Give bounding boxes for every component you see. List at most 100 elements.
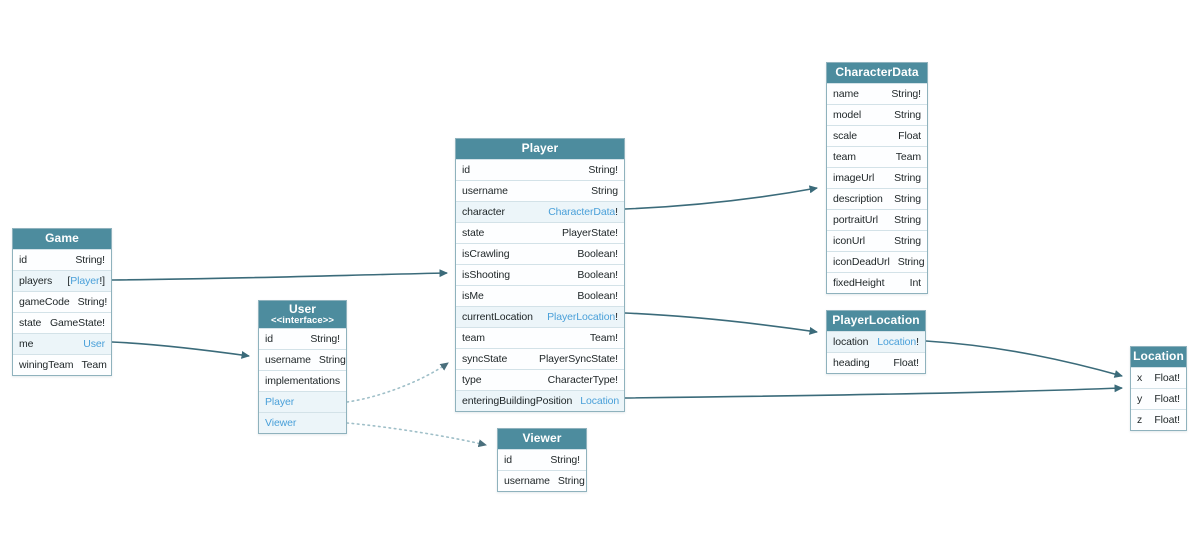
field-type: String! [78,296,108,308]
field-name: currentLocation [462,311,533,323]
section-label: implementations [265,375,340,387]
type-text: String [894,214,921,226]
playerlocation-field-location[interactable]: location Location! [827,331,925,352]
user-table-title: User [288,301,317,316]
edge-playerlocation-location-to-location [925,340,1123,378]
playerlocation-table-header[interactable]: PlayerLocation [827,311,925,331]
field-name: character [462,206,505,218]
player-field-state[interactable]: state PlayerState! [456,222,624,243]
field-name: me [19,338,34,350]
field-type: Location [580,395,619,407]
player-field-currentLocation[interactable]: currentLocation PlayerLocation! [456,306,624,327]
location-table-header[interactable]: Location [1131,347,1186,367]
location-table-title: Location [1133,349,1184,364]
field-type: String [591,185,618,197]
type-link[interactable]: CharacterData [548,206,616,218]
player-table-header[interactable]: Player [456,139,624,159]
type-text: Float [898,130,921,142]
user-table-header[interactable]: User<<interface>> [259,301,346,328]
field-name: username [265,354,311,366]
type-link[interactable]: Player [70,275,100,287]
field-name: state [462,227,485,239]
type-link[interactable]: Location [580,395,620,407]
viewer-table-header[interactable]: Viewer [498,429,586,449]
field-type: Float! [893,357,919,369]
user-field-Player[interactable]: Player [259,391,346,412]
edge-user-player-implementation [346,362,449,403]
field-type: String [558,475,585,487]
type-text: GameState! [49,317,105,329]
type-link[interactable]: User [83,338,105,350]
edge-game-players-to-player [111,269,448,281]
type-text: String [591,185,618,197]
characterdata-field-scale[interactable]: scale Float [827,125,927,146]
type-link[interactable]: Location [877,336,917,348]
type-text: String [894,109,921,121]
user-field-Viewer[interactable]: Viewer [259,412,346,433]
user-field-username[interactable]: username String [259,349,346,370]
implementation-link[interactable]: Player [265,396,295,408]
field-type: Location! [877,336,919,348]
implementation-link[interactable]: Viewer [265,417,297,429]
user-field-id[interactable]: id String! [259,328,346,349]
game-field-players[interactable]: players[Player!] [13,270,111,291]
field-type: String! [75,254,105,266]
type-text: Team! [589,332,618,344]
field-type: Float! [1154,393,1180,405]
game-field-me[interactable]: me User [13,333,111,354]
type-text: Boolean! [577,269,618,281]
field-name: fixedHeight [833,277,885,289]
field-type: String! [310,333,340,345]
type-link[interactable]: PlayerLocation [547,311,616,323]
field-name: scale [833,130,858,142]
game-table-header[interactable]: Game [13,229,111,249]
field-type: Team [896,151,921,163]
field-name: location [833,336,869,348]
field-type: String [894,193,921,205]
field-name: id [265,333,273,345]
type-text: Boolean! [577,248,618,260]
type-text: String [894,193,921,205]
field-type: Boolean! [577,290,618,302]
field-name: z [1137,414,1143,426]
field-type: PlayerState! [562,227,618,239]
field-type: String [894,109,921,121]
field-name: x [1137,372,1143,384]
field-type: String [319,354,346,366]
type-text: String! [77,296,108,308]
type-text: String [894,235,921,247]
field-type: PlayerLocation! [547,311,618,323]
characterdata-table-header[interactable]: CharacterData [827,63,927,83]
